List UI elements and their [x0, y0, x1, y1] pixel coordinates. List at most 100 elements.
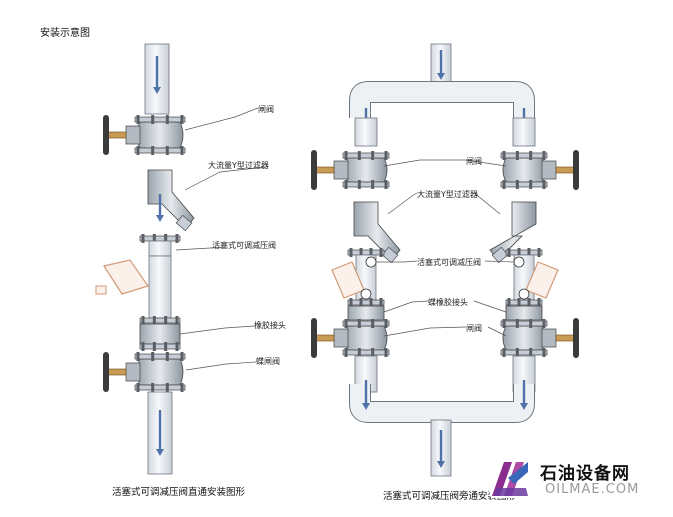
left-butterfly-gate-valve-flange-top — [134, 353, 186, 360]
right-gate-valve-right-bottom-bonnet — [541, 328, 557, 348]
right-flange-right-a — [505, 249, 543, 256]
flange-bolt — [180, 383, 184, 392]
left-butterfly-gate-valve-flange-bottom — [134, 384, 186, 391]
left-spool-b — [148, 255, 172, 319]
flange-bolt — [527, 248, 531, 257]
flange-bolt — [529, 151, 533, 160]
left-rubber-joint — [139, 323, 181, 345]
flange-bolt — [344, 180, 348, 189]
flange-bolt — [507, 298, 511, 307]
right-rubber-joint-right — [505, 305, 543, 321]
flange-bolt — [359, 248, 363, 257]
left-reducing-port — [95, 285, 107, 295]
flange-bolt — [515, 348, 519, 357]
right-gate-valve-left-top-bonnet — [333, 160, 349, 180]
flange-bolt — [151, 146, 155, 155]
flange-bolt — [175, 342, 179, 351]
flange-bolt — [180, 146, 184, 155]
right-gate-valve-right-top-bonnet — [541, 160, 557, 180]
flange-bolt — [527, 298, 531, 307]
left-butterfly-gate-valve-handwheel-icon — [103, 352, 109, 392]
left-flange-a — [139, 235, 181, 242]
flange-bolt — [379, 298, 383, 307]
left-spool-a — [148, 240, 172, 257]
flange-bolt — [152, 342, 156, 351]
flange-bolt — [136, 146, 140, 155]
flange-bolt — [371, 348, 375, 357]
flange-bolt — [515, 180, 519, 189]
flange-bolt — [141, 234, 145, 243]
flange-bolt — [152, 316, 156, 325]
right-arrow-bottom-left-head — [362, 403, 370, 410]
flange-bolt — [384, 180, 388, 189]
right-gate-valve-right-top-handwheel-icon — [573, 150, 579, 190]
left-gate-valve-body — [136, 121, 184, 149]
left-butterfly-gate-valve-body — [136, 358, 184, 386]
left-caption: 活塞式可调减压阀直通安装图形 — [112, 487, 246, 498]
left-leader-rubber — [179, 325, 255, 335]
right-gate-valve-left-bottom-flange-bottom — [342, 349, 390, 356]
flange-bolt — [357, 319, 361, 328]
flange-bolt — [515, 319, 519, 328]
right-leader-rubber-r — [473, 300, 507, 313]
flange-bolt — [359, 298, 363, 307]
right-gate-valve-right-bottom-stem — [555, 334, 575, 342]
right-label-y-strainer: 大流量Y型过滤器 — [417, 190, 478, 199]
right-leader-gate-top-l — [383, 159, 466, 167]
flange-bolt — [175, 234, 179, 243]
right-gate-valve-left-bottom-bonnet — [333, 328, 349, 348]
flange-bolt — [164, 316, 168, 325]
flange-bolt — [502, 151, 506, 160]
right-gate-valve-left-top-body — [344, 157, 388, 183]
left-leader-strainer — [184, 166, 266, 191]
right-leader-strainer-l — [387, 192, 418, 215]
left-gate-valve-stem — [107, 131, 127, 139]
right-leader-gate-bottom-r — [487, 326, 507, 337]
logo-icon — [490, 458, 530, 498]
right-left-riser-top — [354, 117, 378, 147]
flange-bolt — [537, 298, 541, 307]
right-gate-valve-left-bottom-flange-top — [342, 320, 390, 327]
right-label-gate-valve-bottom: 闸阀 — [466, 324, 482, 333]
left-y-strainer-cap — [175, 214, 193, 232]
right-gate-valve-right-bottom-handwheel-icon — [573, 318, 579, 358]
flange-bolt — [180, 115, 184, 124]
left-leader-reducing — [175, 246, 226, 251]
flange-bolt — [344, 151, 348, 160]
watermark-chinese: 石油设备网 — [540, 464, 630, 484]
right-y-strainer-left-cap — [381, 246, 399, 264]
flange-bolt — [379, 248, 383, 257]
flange-bolt — [515, 151, 519, 160]
left-gate-valve-handwheel-icon — [103, 115, 109, 155]
flange-bolt — [542, 180, 546, 189]
flange-bolt — [517, 298, 521, 307]
right-gate-valve-right-bottom-flange-top — [500, 320, 548, 327]
right-gate-valve-right-bottom-flange-bottom — [500, 349, 548, 356]
flange-bolt — [502, 319, 506, 328]
right-gate-valve-right-bottom-body — [502, 325, 546, 351]
flange-bolt — [537, 248, 541, 257]
right-header-bottom — [350, 384, 534, 422]
right-header-top — [350, 82, 534, 118]
right-gate-valve-right-top-stem — [555, 166, 575, 174]
flange-bolt — [164, 234, 168, 243]
flange-bolt — [371, 180, 375, 189]
right-label-gate-valve-top: 闸阀 — [466, 157, 482, 166]
right-gate-valve-left-top-handwheel-icon — [311, 150, 317, 190]
flange-bolt — [151, 383, 155, 392]
flange-bolt — [357, 348, 361, 357]
right-label-reducing-valve: 活塞式可调减压阀 — [417, 258, 481, 267]
right-gate-valve-left-bottom-stem — [315, 334, 335, 342]
left-gate-valve-bonnet — [125, 125, 141, 145]
flange-bolt — [369, 298, 373, 307]
right-gate-valve-left-top-flange-bottom — [342, 181, 390, 188]
right-y-strainer-right-cap — [491, 246, 509, 264]
right-leader-gate-bottom-l — [383, 326, 467, 337]
flange-bolt — [141, 342, 145, 351]
right-rubber-joint-left — [347, 305, 385, 321]
flange-bolt — [344, 348, 348, 357]
flange-bolt — [384, 151, 388, 160]
flange-bolt — [529, 319, 533, 328]
flange-bolt — [529, 180, 533, 189]
